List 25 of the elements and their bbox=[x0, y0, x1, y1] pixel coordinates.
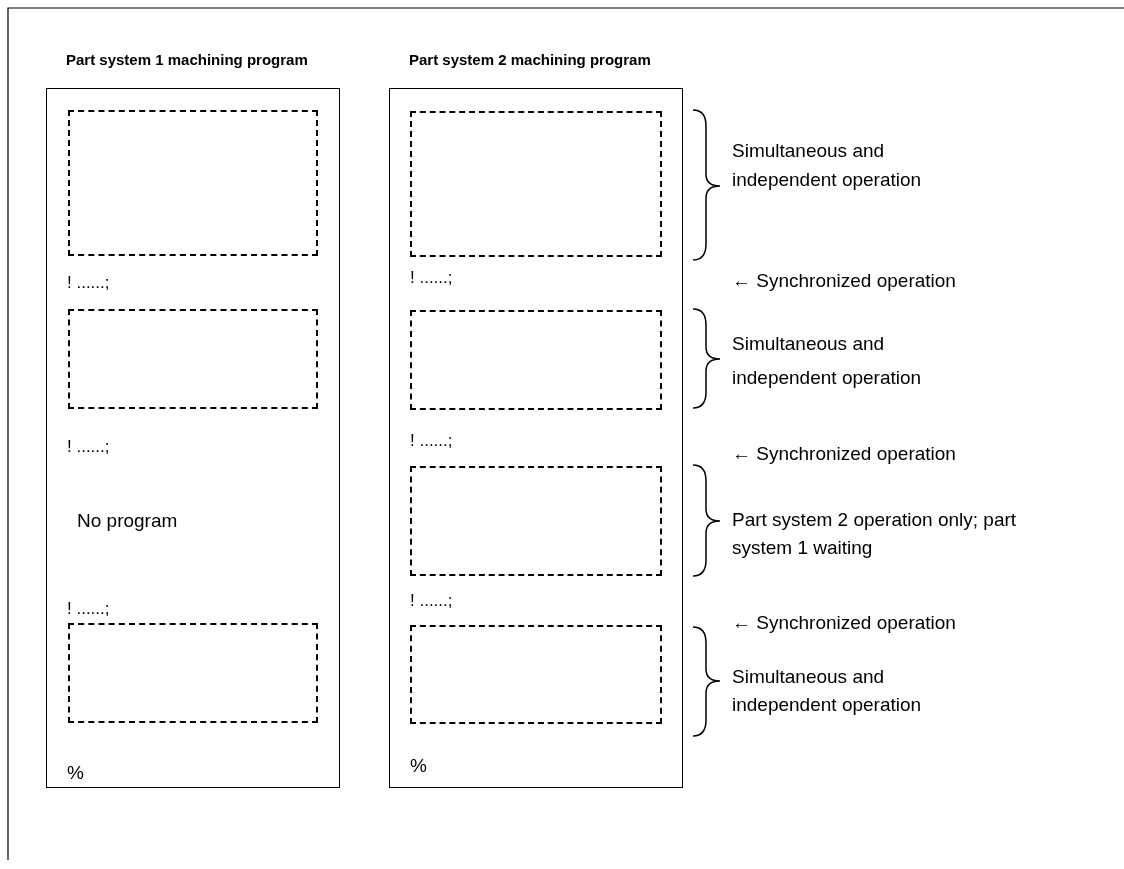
end-mark: % bbox=[67, 762, 84, 784]
dashed-block bbox=[410, 625, 662, 724]
sync-note: ← Synchronized operation bbox=[732, 442, 956, 466]
end-mark: % bbox=[410, 755, 427, 777]
sync-code: ! ......; bbox=[410, 267, 453, 289]
column-heading: Part system 1 machining program bbox=[66, 51, 309, 69]
sync-code: ! ......; bbox=[410, 590, 453, 612]
operation-note: Simultaneous and independent operation bbox=[732, 332, 923, 390]
column-heading: Part system 2 machining program bbox=[409, 51, 652, 69]
sync-code: ! ......; bbox=[67, 272, 110, 294]
dashed-block bbox=[68, 309, 318, 409]
dashed-block bbox=[410, 466, 662, 576]
operation-note: Part system 2 operation only; part system 1 waiting bbox=[732, 508, 1018, 560]
sync-code: ! ......; bbox=[67, 436, 110, 458]
program-note: No program bbox=[77, 510, 178, 532]
operation-note: Simultaneous and independent operation bbox=[732, 139, 923, 192]
sync-code: ! ......; bbox=[67, 598, 110, 620]
dashed-block bbox=[410, 111, 662, 257]
dashed-block bbox=[68, 110, 318, 256]
sync-note: ← Synchronized operation bbox=[732, 269, 956, 293]
operation-note: Simultaneous and independent operation bbox=[732, 665, 923, 717]
sync-note: ← Synchronized operation bbox=[732, 611, 956, 635]
sync-code: ! ......; bbox=[410, 430, 453, 452]
dashed-block bbox=[68, 623, 318, 723]
dashed-block bbox=[410, 310, 662, 410]
